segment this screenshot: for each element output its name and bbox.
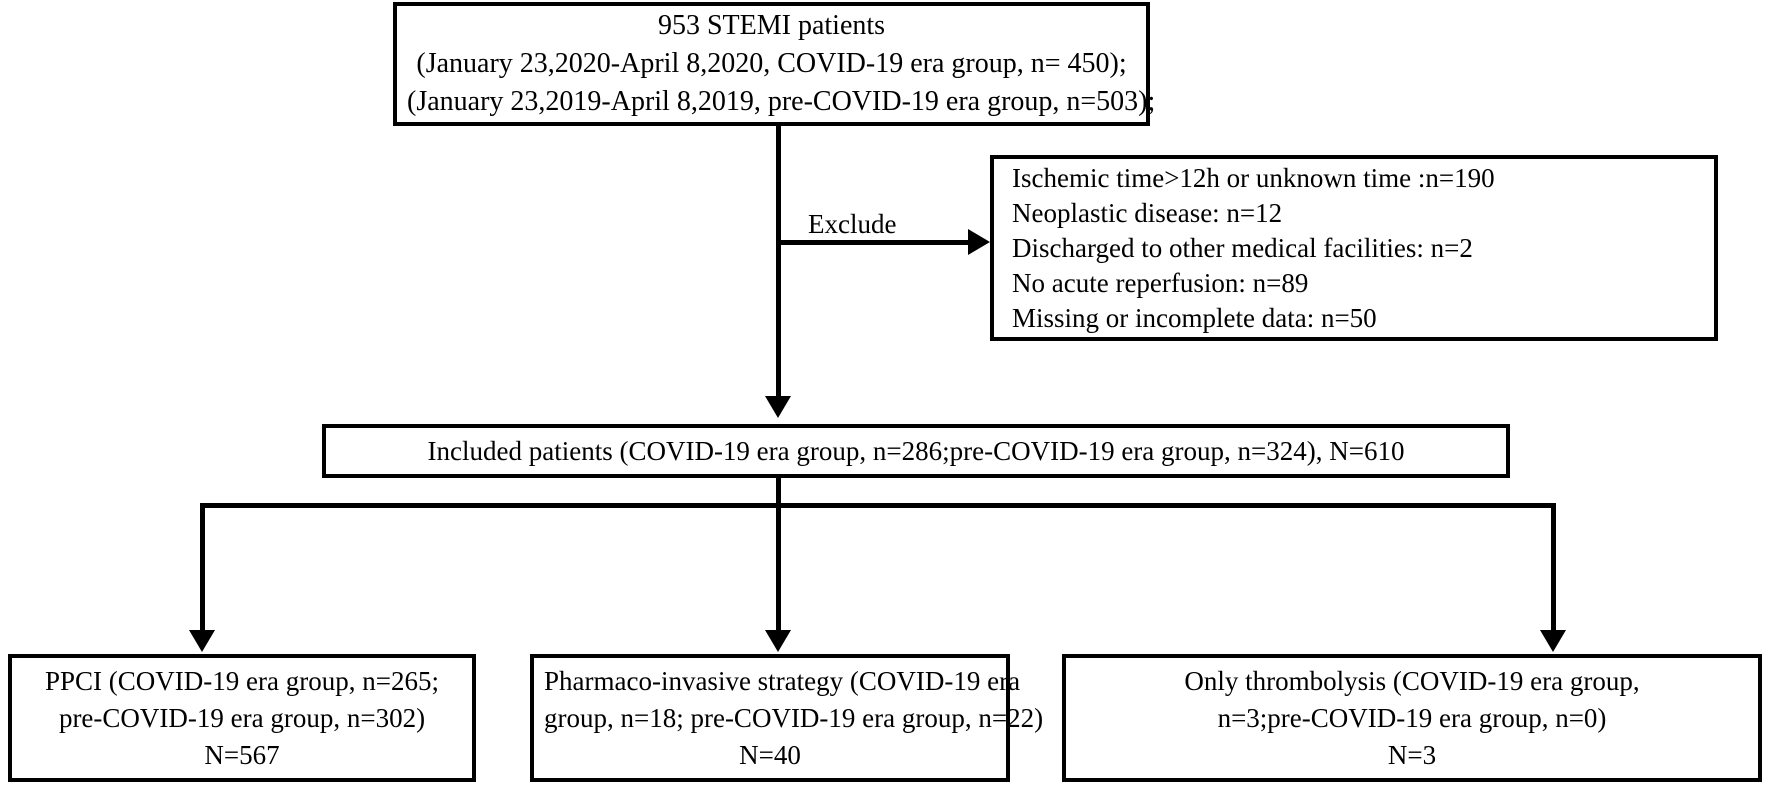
node-ppci-line-1: PPCI (COVID-19 era group, n=265; <box>45 665 439 696</box>
node-ppci-line-3: N=567 <box>204 739 280 770</box>
arrowhead-thrombolysis <box>1540 630 1566 652</box>
connector-cohort-to-included <box>776 126 781 398</box>
node-exclusions-line-1: Ischemic time>12h or unknown time :n=190 <box>1012 162 1495 193</box>
node-cohort-line-3: (January 23,2019-April 8,2019, pre-COVID… <box>407 86 1156 117</box>
arrowhead-ppci <box>189 630 215 652</box>
node-ppci-line-2: pre-COVID-19 era group, n=302) <box>58 702 426 733</box>
connector-to-ppci <box>200 503 205 635</box>
node-pharmaco-line-2: group, n=18; pre-COVID-19 era group, n=2… <box>544 702 1044 733</box>
connector-to-exclusions <box>776 240 972 245</box>
node-exclusions: Ischemic time>12h or unknown time :n=190… <box>990 155 1718 341</box>
edge-label-exclude: Exclude <box>808 209 897 239</box>
node-exclusions-line-3: Discharged to other medical facilities: … <box>1012 232 1473 263</box>
arrowhead-included <box>765 396 791 418</box>
node-pharmaco-line-3: N=40 <box>739 739 801 770</box>
node-cohort-line-2: (January 23,2020-April 8,2020, COVID-19 … <box>416 48 1127 79</box>
node-cohort: 953 STEMI patients (January 23,2020-Apri… <box>393 2 1156 126</box>
node-exclusions-line-5: Missing or incomplete data: n=50 <box>1012 302 1377 333</box>
connector-to-pharmaco <box>776 503 781 635</box>
node-thrombolysis-line-3: N=3 <box>1387 739 1437 770</box>
connector-included-stem <box>776 478 781 506</box>
node-exclusions-line-2: Neoplastic disease: n=12 <box>1012 197 1283 228</box>
connector-split-bus <box>200 503 1556 508</box>
arrowhead-pharmaco <box>765 630 791 652</box>
connector-to-thrombolysis <box>1551 503 1556 635</box>
node-ppci: PPCI (COVID-19 era group, n=265; pre-COV… <box>8 654 476 782</box>
node-pharmaco-invasive: Pharmaco-invasive strategy (COVID-19 era… <box>530 654 1044 782</box>
arrowhead-exclusions <box>968 229 990 255</box>
node-thrombolysis-line-2: n=3;pre-COVID-19 era group, n=0) <box>1217 702 1607 733</box>
node-included: Included patients (COVID-19 era group, n… <box>322 424 1510 478</box>
node-exclusions-line-4: No acute reperfusion: n=89 <box>1012 267 1309 298</box>
node-cohort-line-1: 953 STEMI patients <box>657 10 886 41</box>
node-thrombolysis-line-1: Only thrombolysis (COVID-19 era group, <box>1184 665 1640 696</box>
node-included-line-1: Included patients (COVID-19 era group, n… <box>427 436 1405 466</box>
node-pharmaco-line-1: Pharmaco-invasive strategy (COVID-19 era <box>544 665 1021 696</box>
node-thrombolysis: Only thrombolysis (COVID-19 era group, n… <box>1062 654 1762 782</box>
